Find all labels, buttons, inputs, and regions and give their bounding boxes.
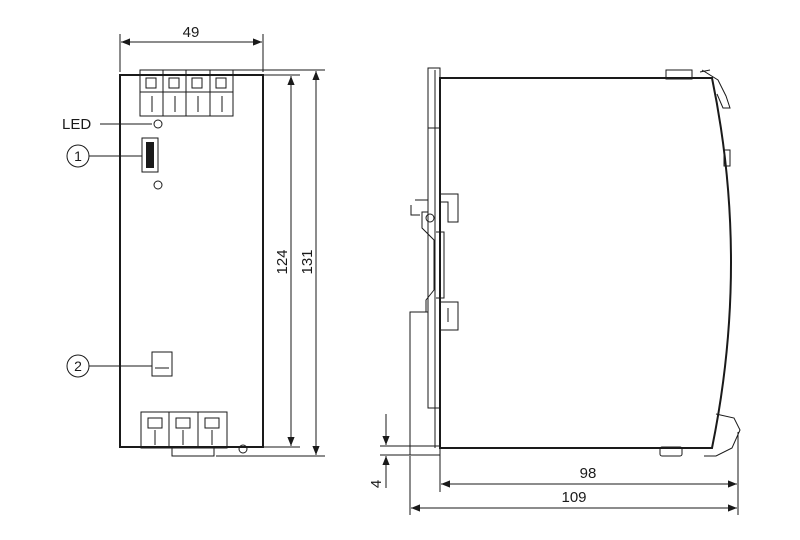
dimension-width: 49 xyxy=(119,24,264,72)
led-indicator xyxy=(153,119,163,129)
top-terminal-block xyxy=(139,69,234,117)
dim-depth-outer-label: 109 xyxy=(561,489,586,506)
dim-depth-inner-label: 98 xyxy=(580,465,597,482)
bottom-latch xyxy=(659,149,741,457)
front-housing xyxy=(119,74,264,448)
mounting-plate-top xyxy=(427,67,441,129)
dim-height-inner-label: 124 xyxy=(274,249,291,274)
dimension-depths: 98 109 xyxy=(409,432,739,515)
front-hole xyxy=(153,180,163,190)
dim-offset-label: 4 xyxy=(368,480,385,488)
callout-2-label: 2 xyxy=(74,358,82,374)
top-latch xyxy=(665,69,731,109)
front-view: LED 1 2 xyxy=(62,24,325,457)
potentiometer xyxy=(141,137,159,173)
bottom-terminal-block xyxy=(140,411,248,457)
callout-1-label: 1 xyxy=(74,148,82,164)
side-housing xyxy=(439,77,732,449)
dimension-heights: 124 131 xyxy=(216,69,325,457)
led-label: LED xyxy=(62,116,91,133)
dim-height-outer-label: 131 xyxy=(299,249,316,274)
dimension-offset: 4 xyxy=(368,414,440,488)
dim-width-label: 49 xyxy=(183,24,200,41)
switch xyxy=(151,351,173,377)
side-view: 4 98 109 xyxy=(368,67,741,515)
